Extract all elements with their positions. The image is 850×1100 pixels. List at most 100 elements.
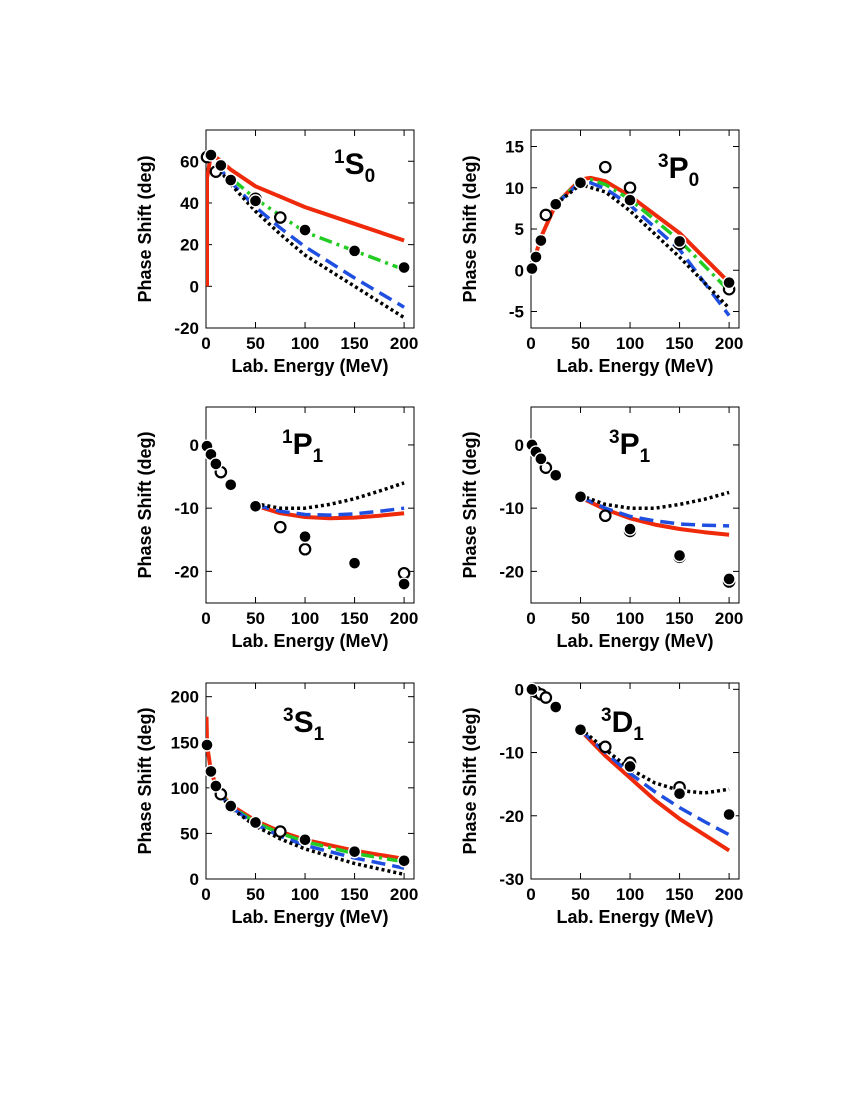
curves <box>579 490 730 537</box>
x-tick-label: 0 <box>201 885 210 904</box>
open-data-point <box>539 208 553 222</box>
open-data-point <box>598 509 612 523</box>
open-data-point <box>298 542 312 556</box>
filled-data-point <box>529 250 543 264</box>
filled-data-point <box>347 556 362 570</box>
open-data-point <box>397 566 411 580</box>
y-axis-label: Phase Shift (deg) <box>135 707 155 854</box>
x-tick-label: 0 <box>201 334 210 353</box>
y-tick-label: -20 <box>174 562 199 581</box>
filled-data-point <box>224 799 238 813</box>
title-subscript: 0 <box>689 170 700 191</box>
title-superscript: 1 <box>334 147 345 168</box>
y-tick-label: 15 <box>505 138 524 157</box>
panel-title: 1P1 <box>282 427 324 467</box>
filled-data-point <box>672 548 687 563</box>
y-axis-label: Phase Shift (deg) <box>460 707 480 854</box>
filled-data-point <box>248 499 263 513</box>
title-main: D <box>612 706 634 739</box>
plot-frame <box>205 406 415 604</box>
x-tick-label: 150 <box>340 334 368 353</box>
x-tick-label: 0 <box>201 609 210 628</box>
x-tick-label: 100 <box>291 885 319 904</box>
y-tick-label: 20 <box>180 236 199 255</box>
y-tick-label: 10 <box>505 179 524 198</box>
curves <box>254 481 405 521</box>
filled-data-point <box>298 223 312 237</box>
title-main: P <box>620 428 640 461</box>
series-dashed-line <box>579 495 730 528</box>
y-tick-label: -5 <box>509 303 524 322</box>
x-tick-label: 200 <box>390 609 418 628</box>
filled-data-point <box>248 194 263 208</box>
plot-frame <box>530 406 740 604</box>
filled-data-point <box>209 457 223 471</box>
x-tick-label: 50 <box>246 334 265 353</box>
filled-data-point <box>200 738 214 752</box>
x-tick-label: 100 <box>616 609 644 628</box>
title-superscript: 3 <box>658 151 669 172</box>
x-tick-label: 100 <box>616 885 644 904</box>
x-tick-label: 50 <box>246 609 265 628</box>
series-dotted-line <box>214 164 406 320</box>
y-tick-label: -10 <box>499 499 524 518</box>
series-dotted-line <box>255 481 405 510</box>
y-tick-label: -10 <box>174 499 199 518</box>
filled-data-point <box>672 786 687 801</box>
filled-data-point <box>397 260 411 275</box>
y-axis-label: Phase Shift (deg) <box>135 431 155 578</box>
x-tick-label: 100 <box>291 609 319 628</box>
x-tick-label: 150 <box>340 609 368 628</box>
series-dashed-line <box>219 793 405 870</box>
filled-data-point <box>214 158 228 173</box>
series-solid-line <box>206 153 405 287</box>
title-subscript: 1 <box>633 724 644 745</box>
y-tick-label: 0 <box>190 436 199 455</box>
series-dashed-line <box>255 503 405 517</box>
plot-frame <box>530 682 740 880</box>
y-axis-label: Phase Shift (deg) <box>460 431 480 578</box>
y-axis-label: Phase Shift (deg) <box>460 155 480 302</box>
open-data-point <box>598 740 612 754</box>
y-axis-label: Phase Shift (deg) <box>135 155 155 302</box>
y-tick-label: 0 <box>515 436 524 455</box>
x-axis-label: Lab. Energy (MeV) <box>231 907 388 927</box>
filled-data-point <box>573 490 588 504</box>
x-tick-label: 100 <box>291 334 319 353</box>
filled-data-point <box>224 478 238 492</box>
filled-data-point <box>204 148 218 162</box>
series-dotted-line <box>579 490 730 510</box>
title-subscript: 1 <box>314 724 325 745</box>
series-dashed-line <box>214 162 405 309</box>
y-tick-label: 60 <box>180 152 199 171</box>
x-tick-label: 0 <box>526 885 535 904</box>
y-tick-label: -20 <box>499 807 524 826</box>
plot-frame <box>530 129 740 329</box>
y-tick-label: 100 <box>171 779 199 798</box>
series-solid-line <box>579 728 731 853</box>
title-superscript: 1 <box>282 427 293 448</box>
filled-data-point <box>534 452 548 466</box>
filled-data-point <box>672 234 687 249</box>
title-main: S <box>345 148 365 181</box>
open-data-point <box>273 825 287 838</box>
filled-data-point <box>573 176 588 190</box>
filled-data-point <box>722 807 736 822</box>
title-superscript: 3 <box>283 705 294 726</box>
title-subscript: 1 <box>313 446 324 467</box>
x-axis-label: Lab. Energy (MeV) <box>231 631 388 651</box>
y-tick-label: -10 <box>499 744 524 763</box>
y-tick-label: 0 <box>190 870 199 889</box>
x-axis-label: Lab. Energy (MeV) <box>556 631 713 651</box>
filled-data-point <box>549 468 563 482</box>
filled-data-point <box>204 764 218 779</box>
title-main: P <box>293 428 313 461</box>
open-data-point <box>273 211 287 224</box>
series-dashed-line <box>554 180 731 317</box>
series-dotted-line <box>219 794 405 877</box>
x-tick-label: 0 <box>526 334 535 353</box>
